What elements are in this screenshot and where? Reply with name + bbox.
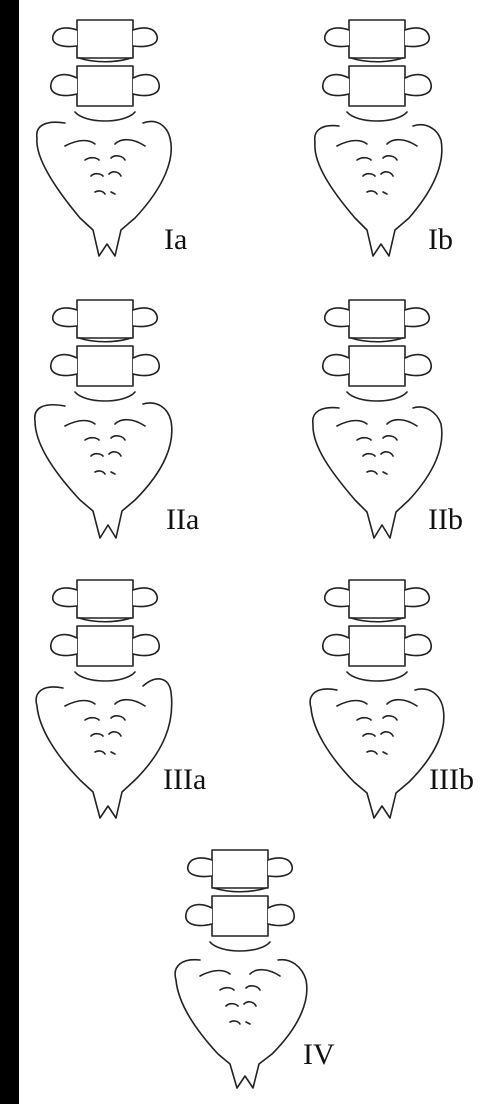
upper-vertebral-body bbox=[349, 20, 405, 58]
lower-right-transverse-process bbox=[405, 635, 431, 656]
sacrum-iia bbox=[35, 392, 172, 538]
vertebrae-iiib bbox=[323, 580, 431, 666]
upper-right-transverse-process bbox=[133, 588, 157, 607]
left-border-strip bbox=[0, 0, 19, 1104]
lower-vertebral-body bbox=[212, 896, 268, 936]
lower-vertebral-body bbox=[349, 626, 405, 666]
upper-right-transverse-process bbox=[133, 28, 157, 47]
sacrum-outline bbox=[37, 121, 171, 256]
panel-label-iia: IIa bbox=[166, 505, 199, 535]
upper-left-transverse-process bbox=[53, 308, 77, 327]
lower-left-transverse-process bbox=[51, 635, 77, 656]
lower-left-transverse-process bbox=[186, 905, 212, 926]
lower-vertebral-body bbox=[77, 626, 133, 666]
lower-left-transverse-process bbox=[51, 75, 77, 96]
lumbosacral-disc-curve bbox=[210, 942, 270, 951]
upper-right-transverse-process bbox=[133, 308, 157, 327]
lower-right-transverse-process bbox=[405, 355, 431, 376]
lower-vertebral-body bbox=[349, 346, 405, 386]
upper-right-transverse-process bbox=[268, 858, 292, 877]
upper-vertebral-body bbox=[349, 300, 405, 338]
upper-vertebral-body bbox=[212, 850, 268, 888]
upper-right-transverse-process bbox=[405, 28, 429, 47]
panel-label-ia: Ia bbox=[164, 225, 187, 255]
lower-left-transverse-process bbox=[51, 355, 77, 376]
vertebrae-ia bbox=[51, 20, 159, 106]
vertebrae-iiia bbox=[51, 580, 159, 666]
lower-left-transverse-process bbox=[323, 635, 349, 656]
upper-vertebral-body bbox=[77, 20, 133, 58]
upper-right-transverse-process bbox=[405, 308, 429, 327]
vertebrae-ib bbox=[323, 20, 431, 106]
vertebrae-iia bbox=[51, 300, 159, 386]
lumbosacral-disc-curve bbox=[75, 112, 135, 121]
upper-left-transverse-process bbox=[325, 308, 349, 327]
panel-label-iiia: IIIa bbox=[163, 765, 206, 795]
upper-left-transverse-process bbox=[325, 28, 349, 47]
lower-right-transverse-process bbox=[133, 75, 159, 96]
upper-vertebral-body bbox=[349, 580, 405, 618]
sacrum-ia bbox=[37, 112, 171, 256]
lumbosacral-disc-curve bbox=[75, 392, 135, 401]
upper-right-transverse-process bbox=[405, 588, 429, 607]
sacrum-iv bbox=[175, 942, 307, 1088]
lower-vertebral-body bbox=[77, 346, 133, 386]
upper-left-transverse-process bbox=[53, 588, 77, 607]
vertebrae-iv bbox=[186, 850, 294, 936]
vertebrae-iib bbox=[323, 300, 431, 386]
lower-right-transverse-process bbox=[268, 905, 294, 926]
sacrum-ib bbox=[315, 112, 442, 256]
lower-left-transverse-process bbox=[323, 75, 349, 96]
sacrum-iib bbox=[313, 392, 442, 538]
panel-label-iib: IIb bbox=[428, 505, 463, 535]
upper-left-transverse-process bbox=[325, 588, 349, 607]
panel-label-iv: IV bbox=[303, 1040, 335, 1070]
lower-right-transverse-process bbox=[133, 355, 159, 376]
lower-vertebral-body bbox=[77, 66, 133, 106]
upper-vertebral-body bbox=[77, 580, 133, 618]
lumbosacral-disc-curve bbox=[75, 672, 135, 681]
lower-vertebral-body bbox=[349, 66, 405, 106]
sacrum-outline bbox=[315, 125, 442, 256]
upper-vertebral-body bbox=[77, 300, 133, 338]
upper-left-transverse-process bbox=[53, 28, 77, 47]
sacrum-iiia bbox=[36, 672, 172, 818]
sacrum-outline bbox=[313, 407, 442, 538]
panel-label-iiib: IIIb bbox=[429, 765, 474, 795]
lumbosacral-disc-curve bbox=[347, 392, 407, 401]
lower-right-transverse-process bbox=[133, 635, 159, 656]
lumbosacral-disc-curve bbox=[347, 672, 407, 681]
lumbosacral-disc-curve bbox=[347, 112, 407, 121]
lower-left-transverse-process bbox=[323, 355, 349, 376]
sacrum-outline bbox=[35, 403, 172, 538]
sacrum-outline bbox=[36, 679, 172, 818]
panel-label-ib: Ib bbox=[428, 225, 453, 255]
sacrum-outline bbox=[175, 960, 307, 1088]
lower-right-transverse-process bbox=[405, 75, 431, 96]
upper-left-transverse-process bbox=[188, 858, 212, 877]
sacrum-iiib bbox=[310, 672, 444, 818]
